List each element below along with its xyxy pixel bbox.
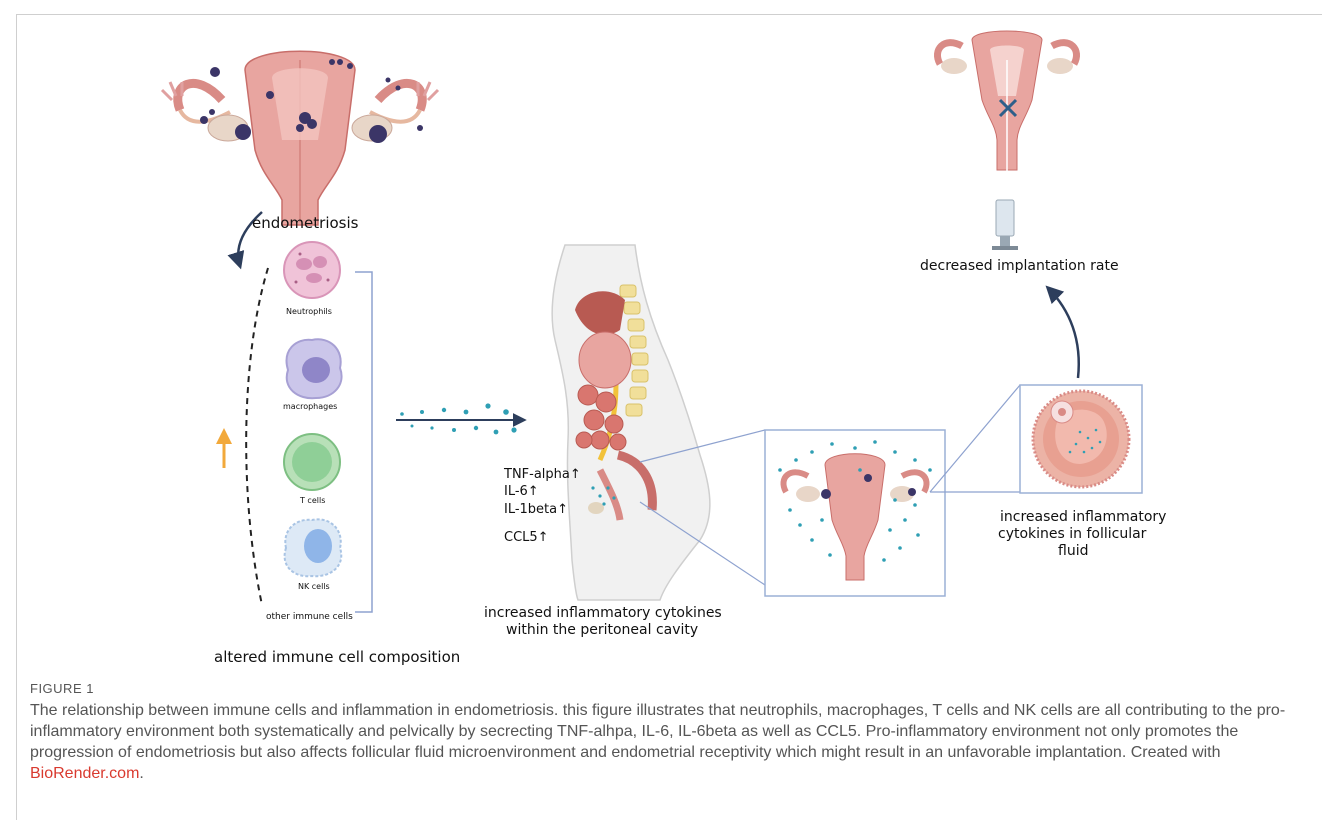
- nk-cell-icon: [285, 519, 342, 576]
- neutrophil-cell-icon: [284, 242, 340, 298]
- peritoneal-label-line1: increased inflammatory cytokines: [484, 605, 722, 621]
- endometriosis-label: endometriosis: [252, 214, 358, 232]
- t-cells-label: T cells: [300, 496, 325, 505]
- inset-uterus-cytokines: [765, 430, 945, 596]
- implantation-label: decreased implantation rate: [920, 258, 1119, 274]
- t-cell-icon: [284, 434, 340, 490]
- uterus-implantation-illustration: [937, 31, 1076, 250]
- peritoneal-cavity-illustration: [552, 245, 710, 600]
- cytokine-il-6: IL-6↑: [504, 484, 539, 499]
- cell-bracket: [355, 272, 372, 612]
- curved-arrow-right: [1048, 288, 1079, 378]
- uterus-endometriosis-illustration: [162, 51, 438, 225]
- dashed-arc: [246, 268, 268, 605]
- cytokine-dots-arrow: [396, 403, 524, 434]
- caption-text: The relationship between immune cells an…: [30, 702, 1285, 761]
- biorender-link[interactable]: BioRender.com: [30, 765, 139, 782]
- neutrophils-label: Neutrophils: [286, 307, 332, 316]
- cytokine-il-1beta: IL-1beta↑: [504, 502, 568, 517]
- peritoneal-label-line2: within the peritoneal cavity: [506, 622, 698, 638]
- altered-composition-label: altered immune cell composition: [214, 648, 460, 666]
- macrophage-cell-icon: [287, 339, 342, 398]
- nk-cells-label: NK cells: [298, 582, 330, 591]
- figure-caption-body: The relationship between immune cells an…: [30, 700, 1300, 784]
- macrophages-label: macrophages: [283, 402, 337, 411]
- follicle-inset: [1020, 385, 1142, 493]
- figure-caption-heading: FIGURE 1: [30, 681, 94, 696]
- cytokine-tnf-alpha: TNF-alpha↑: [504, 467, 581, 482]
- figure-artwork: [0, 0, 1322, 680]
- follicular-label-line2: cytokines in follicular: [998, 526, 1146, 542]
- follicular-label-line1: increased inflammatory: [1000, 509, 1166, 525]
- cytokine-ccl5: CCL5↑: [504, 530, 549, 545]
- caption-end: .: [139, 765, 143, 782]
- follicular-label-line3: fluid: [1058, 543, 1088, 559]
- orange-up-arrow: [216, 428, 232, 468]
- other-immune-cells-label: other immune cells: [266, 612, 353, 622]
